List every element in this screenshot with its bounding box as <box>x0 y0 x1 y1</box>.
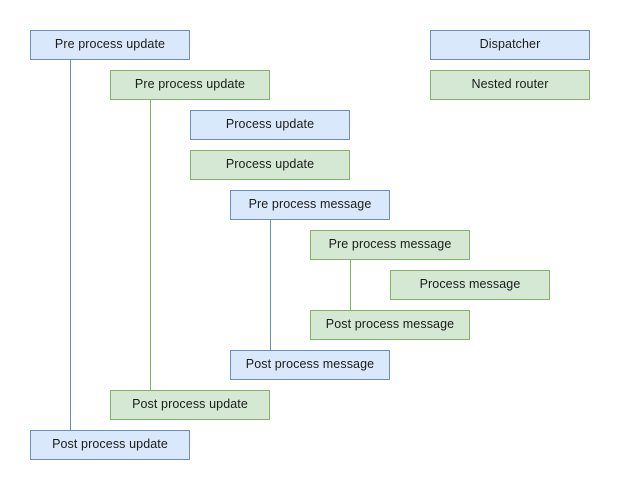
flow-node-n11[interactable]: Post process update <box>30 430 190 460</box>
connector-n1-to-n11 <box>70 60 71 430</box>
flow-node-n7[interactable]: Process message <box>390 270 550 300</box>
flow-node-n10[interactable]: Post process update <box>110 390 270 420</box>
flow-node-n2[interactable]: Pre process update <box>110 70 270 100</box>
flow-node-label: Pre process update <box>134 77 246 92</box>
flow-node-label: Pre process update <box>54 37 166 52</box>
legend-item-l2[interactable]: Nested router <box>430 70 590 100</box>
legend-item-l1[interactable]: Dispatcher <box>430 30 590 60</box>
legend-item-label: Dispatcher <box>479 37 541 52</box>
flow-node-n3[interactable]: Process update <box>190 110 350 140</box>
connector-n5-to-n9 <box>270 220 271 350</box>
flow-node-label: Post process update <box>132 397 248 412</box>
flow-node-n9[interactable]: Post process message <box>230 350 390 380</box>
flow-node-label: Post process message <box>245 357 375 372</box>
flow-node-n8[interactable]: Post process message <box>310 310 470 340</box>
flow-node-label: Pre process message <box>328 237 452 252</box>
flow-node-label: Process update <box>225 117 315 132</box>
connector-n2-to-n10 <box>150 100 151 390</box>
flow-node-n5[interactable]: Pre process message <box>230 190 390 220</box>
legend-item-label: Nested router <box>471 77 549 92</box>
flow-node-n6[interactable]: Pre process message <box>310 230 470 260</box>
flow-node-label: Post process update <box>52 437 168 452</box>
flow-node-n4[interactable]: Process update <box>190 150 350 180</box>
connector-n6-to-n8 <box>350 260 351 310</box>
flow-node-n1[interactable]: Pre process update <box>30 30 190 60</box>
flow-node-label: Process update <box>225 157 315 172</box>
flow-node-label: Process message <box>419 277 521 292</box>
flow-node-label: Post process message <box>325 317 455 332</box>
flow-node-label: Pre process message <box>248 197 372 212</box>
